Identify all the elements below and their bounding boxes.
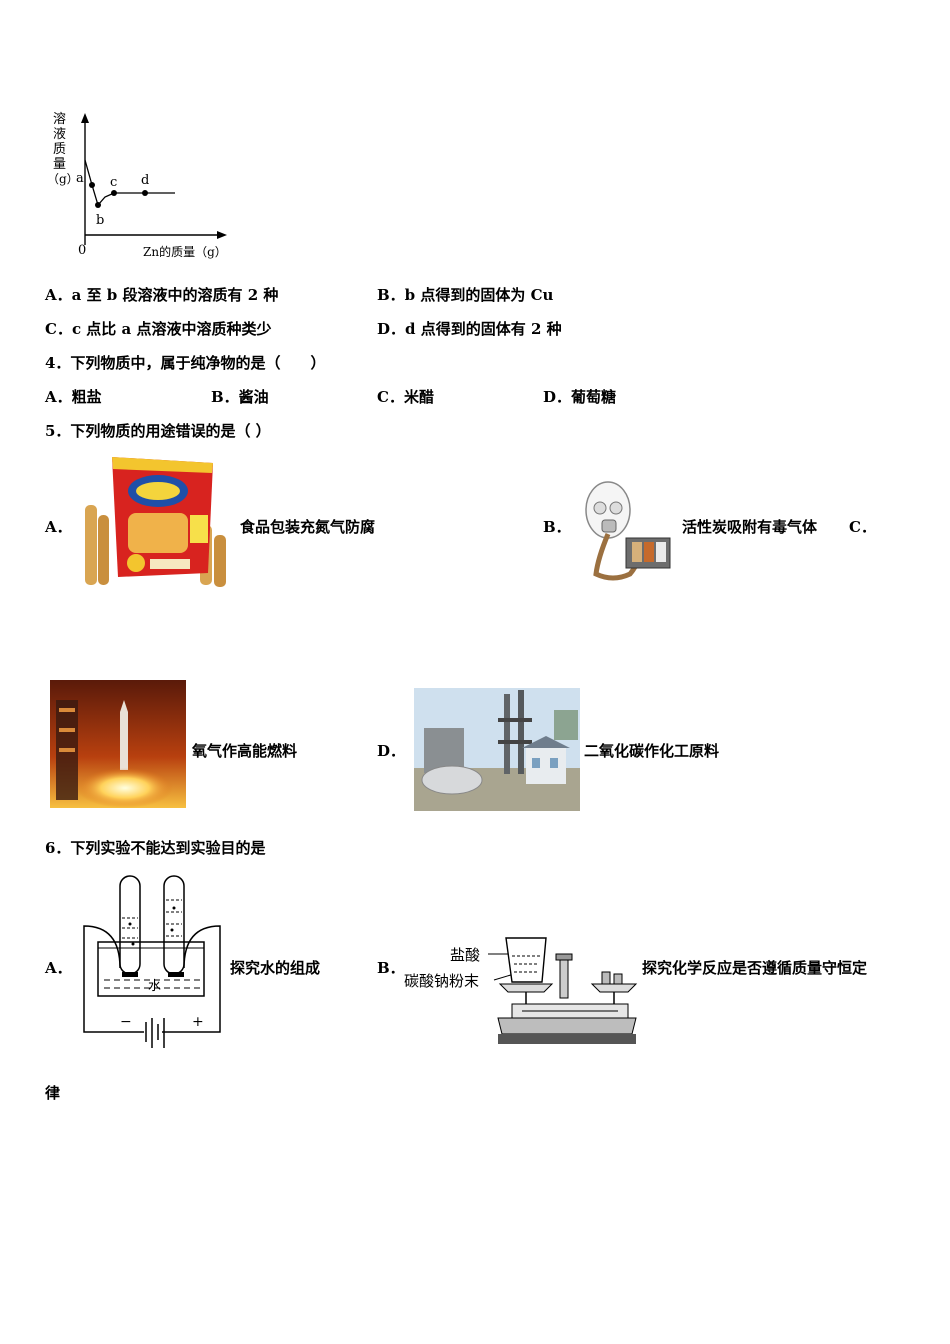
- minus-label: −: [120, 1014, 132, 1030]
- y-axis-arrow: [81, 113, 89, 123]
- q4-option-c[interactable]: C．米醋: [377, 388, 434, 406]
- q6-option-b-text-continued[interactable]: 律: [45, 1084, 61, 1102]
- graph-origin: 0: [78, 243, 86, 258]
- q4-option-b[interactable]: B．酱油: [211, 388, 269, 406]
- point-b-label: b: [96, 213, 104, 228]
- q6-stem: 6．下列实验不能达到实验目的是: [45, 839, 266, 857]
- q6-option-a-letter[interactable]: A．: [45, 959, 72, 977]
- plus-label: +: [192, 1014, 204, 1030]
- q5-option-b-letter[interactable]: B．: [543, 518, 571, 536]
- point-b: [95, 202, 101, 208]
- x-axis-arrow: [217, 231, 227, 239]
- graph-ylabel-char: 溶: [53, 112, 66, 127]
- point-d-label: d: [141, 173, 149, 188]
- q5-option-d-letter[interactable]: D．: [377, 742, 406, 760]
- q5-option-d-text[interactable]: 二氧化碳作化工原料: [584, 742, 720, 760]
- powder-label: 碳酸钠粉末: [404, 972, 479, 990]
- balance-apparatus: 盐酸 碳酸钠粉末: [404, 937, 638, 1044]
- point-c: [111, 190, 117, 196]
- point-d: [142, 190, 148, 196]
- graph-ylabel-char: 液: [53, 127, 66, 142]
- point-a: [89, 182, 95, 188]
- electrolysis-apparatus: 水 − +: [83, 875, 221, 1048]
- q4-stem: 4．下列物质中，属于纯净物的是（ ）: [45, 354, 326, 372]
- q5-option-c-text[interactable]: 氧气作高能燃料: [192, 742, 298, 760]
- q5-option-c-letter[interactable]: C．: [849, 518, 876, 536]
- point-a-label: a: [76, 171, 84, 186]
- acid-label: 盐酸: [450, 946, 480, 964]
- graph-curve: [84, 159, 175, 207]
- point-c-label: c: [110, 175, 117, 190]
- q4-option-a[interactable]: A．粗盐: [45, 388, 102, 406]
- graph-yunit: （g）: [47, 172, 79, 186]
- q3-option-a[interactable]: A．a 至 b 段溶液中的溶质有 2 种: [45, 286, 279, 304]
- q3-option-d[interactable]: D．d 点得到的固体有 2 种: [377, 320, 562, 338]
- q5-option-a-letter[interactable]: A．: [45, 518, 72, 536]
- chemical-plant-image: [414, 688, 580, 811]
- snack-bag-image: [80, 455, 235, 590]
- gas-mask-image: [585, 481, 671, 581]
- graph-ylabel-char: 量: [53, 157, 66, 172]
- rocket-launch-image: [50, 680, 186, 808]
- q6-option-b-text[interactable]: 探究化学反应是否遵循质量守恒定: [642, 959, 868, 977]
- q6-option-a-text[interactable]: 探究水的组成: [230, 959, 321, 977]
- q5-option-b-text[interactable]: 活性炭吸附有毒气体: [682, 518, 818, 536]
- graph-xlabel: Zn的质量（g）: [143, 244, 227, 259]
- solution-mass-graph: 溶 液 质 量 （g） a b c d 0 Zn的质量（g）: [47, 112, 227, 259]
- q5-option-a-text[interactable]: 食品包装充氮气防腐: [240, 518, 376, 536]
- q5-stem: 5．下列物质的用途错误的是（ ）: [45, 422, 271, 440]
- graph-ylabel-char: 质: [53, 142, 66, 157]
- q6-option-b-letter[interactable]: B．: [377, 959, 405, 977]
- water-label: 水: [148, 979, 161, 994]
- q4-option-d[interactable]: D．葡萄糖: [543, 388, 617, 406]
- q3-option-b[interactable]: B．b 点得到的固体为 Cu: [377, 286, 554, 304]
- q3-option-c[interactable]: C．c 点比 a 点溶液中溶质种类少: [45, 320, 272, 338]
